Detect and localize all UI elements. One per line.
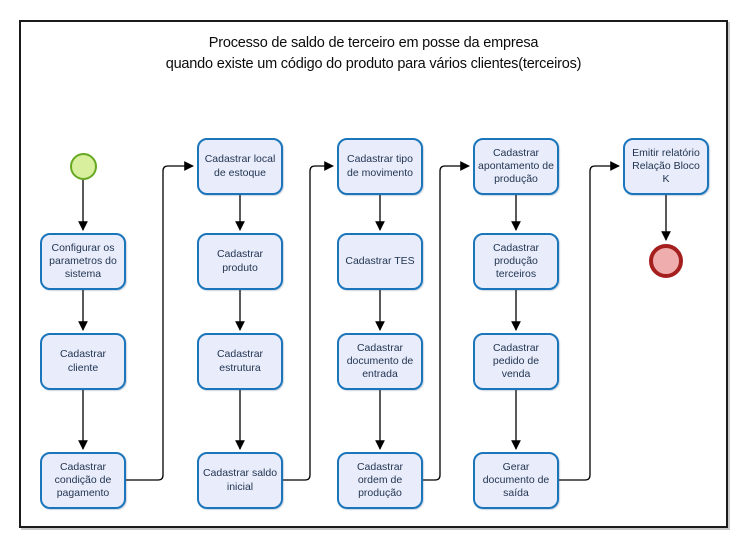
task-cadastrar-cliente: Cadastrar cliente xyxy=(40,333,126,390)
start-event-circle xyxy=(70,153,97,180)
end-event-circle xyxy=(649,244,683,278)
task-cadastrar-apontamento-producao: Cadastrar apontamento de produção xyxy=(473,138,559,195)
task-cadastrar-estrutura: Cadastrar estrutura xyxy=(197,333,283,390)
task-cadastrar-ordem-producao: Cadastrar ordem de produção xyxy=(337,452,423,509)
task-cadastrar-produto: Cadastrar produto xyxy=(197,233,283,290)
task-emitir-relatorio-bloco-k: Emitir relatório Relação Bloco K xyxy=(623,138,709,195)
task-cadastrar-producao-terceiros: Cadastrar produção terceiros xyxy=(473,233,559,290)
task-cadastrar-tes: Cadastrar TES xyxy=(337,233,423,290)
task-gerar-documento-saida: Gerar documento de saída xyxy=(473,452,559,509)
task-configurar-parametros: Configurar os parametros do sistema xyxy=(40,233,126,290)
task-cadastrar-documento-entrada: Cadastrar documento de entrada xyxy=(337,333,423,390)
task-cadastrar-saldo-inicial: Cadastrar saldo inicial xyxy=(197,452,283,509)
task-cadastrar-local-estoque: Cadastrar local de estoque xyxy=(197,138,283,195)
task-cadastrar-condicao-pagamento: Cadastrar condição de pagamento xyxy=(40,452,126,509)
task-cadastrar-tipo-movimento: Cadastrar tipo de movimento xyxy=(337,138,423,195)
task-cadastrar-pedido-venda: Cadastrar pedido de venda xyxy=(473,333,559,390)
diagram-title: Processo de saldo de terceiro em posse d… xyxy=(165,35,582,73)
